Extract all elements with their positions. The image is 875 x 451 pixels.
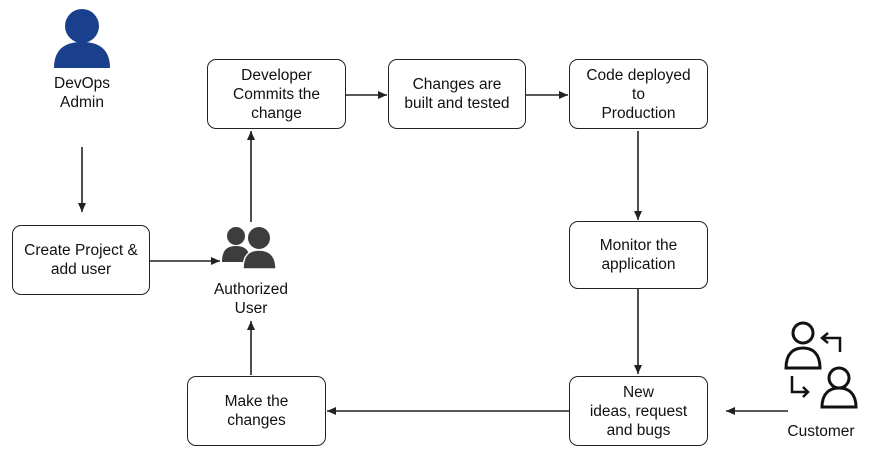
customer-label: Customer (787, 423, 855, 440)
code-deployed-box: Code deployed to Production (569, 59, 708, 129)
create-project-box: Create Project & add user (12, 225, 150, 295)
new-ideas-box: New ideas, request and bugs (569, 376, 708, 446)
create-project-text: Create Project & add user (24, 242, 138, 278)
built-tested-box: Changes are built and tested (388, 59, 526, 129)
built-tested-text: Changes are built and tested (404, 76, 510, 112)
devops-admin-label: DevOps Admin (54, 75, 110, 111)
make-changes-text: Make the changes (224, 393, 289, 429)
admin-person-icon (54, 9, 110, 68)
developer-commits-box: Developer Commits the change (207, 59, 346, 129)
make-changes-box: Make the changes (187, 376, 326, 446)
code-deployed-text: Code deployed to Production (586, 66, 691, 122)
developer-commits-text: Developer Commits the change (233, 66, 320, 122)
new-ideas-text: New ideas, request and bugs (589, 383, 688, 439)
monitor-box: Monitor the application (569, 221, 708, 289)
authorized-user-label: Authorized User (213, 281, 289, 317)
authorized-users-icon (222, 227, 277, 270)
connectors (78, 91, 788, 415)
monitor-text: Monitor the application (599, 237, 678, 273)
customer-icon (784, 321, 858, 409)
